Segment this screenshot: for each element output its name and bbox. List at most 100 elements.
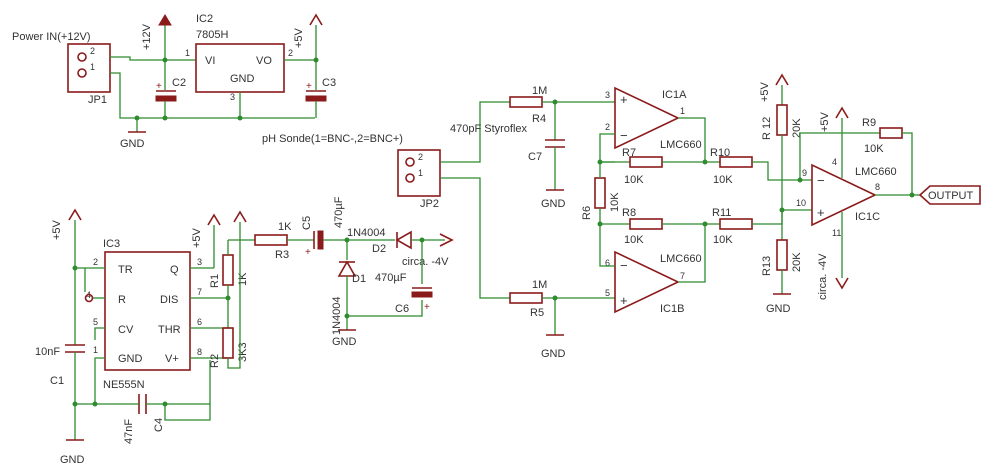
jp1-connector	[67, 43, 111, 93]
r3-label: R3	[275, 249, 289, 261]
ic1c-label: IC1C	[855, 211, 880, 223]
gnd-label-ic3: GND	[60, 454, 85, 466]
jp2-pin2-label: 2	[418, 152, 423, 162]
gnd-label-r5: GND	[541, 348, 566, 360]
r3-value: 1K	[278, 221, 292, 233]
svg-text:+: +	[620, 92, 628, 107]
r2-value: 3K3	[237, 342, 249, 362]
r8-resistor	[629, 218, 663, 230]
ic2-pin3: 3	[230, 92, 235, 102]
ic1b-pin7: 7	[680, 271, 685, 281]
probe-label: pH Sonde(1=BNC-,2=BNC+)	[262, 133, 403, 145]
ic3-pin1: 1	[93, 345, 98, 355]
timing-plus5v-arrow-icon	[207, 213, 221, 226]
probe-section: pH Sonde(1=BNC-,2=BNC+) 2 1 JP2 1M R4 47…	[262, 85, 615, 360]
ic3-pin2: 2	[93, 257, 98, 267]
ic1b-opamp: − + 6 5 7 LMC660 IC1B	[605, 250, 702, 315]
gnd-label-r13: GND	[766, 303, 791, 315]
ic3-vplus: V+	[165, 353, 179, 365]
r12-value: 20K	[791, 118, 803, 138]
ic2-pin1: 1	[185, 48, 190, 58]
ic1b-part: LMC660	[660, 253, 702, 265]
r9-resistor	[879, 127, 903, 139]
jp2-pin2-icon	[405, 157, 415, 167]
ic1c-opamp: − + 9 10 8 4 11 LMC660 IC1C	[796, 157, 897, 238]
c2-capacitor	[155, 95, 177, 102]
r2-label: R2	[209, 354, 221, 368]
d2-value: 1N4004	[347, 227, 386, 239]
ic3-pin5: 5	[93, 317, 98, 327]
ic1a-pin2: 2	[605, 122, 610, 132]
r13-value: 20K	[791, 252, 803, 272]
jp1-pin1-icon	[77, 68, 87, 78]
jp1-pin1-label: 1	[90, 62, 95, 72]
svg-text:+: +	[424, 302, 430, 313]
r12-resistor	[776, 104, 788, 136]
jp2-label: JP2	[420, 198, 439, 210]
ic2-part: 7805H	[196, 29, 228, 41]
gnd-label-pump: GND	[332, 336, 357, 348]
power-in-label: Power IN(+12V)	[12, 31, 91, 43]
svg-text:+: +	[305, 247, 311, 258]
r8-label: R8	[622, 207, 636, 219]
ic3-part: NE555N	[103, 379, 145, 391]
ic3-pin3: 3	[197, 257, 202, 267]
c7-value: 470pF Styroflex	[450, 123, 528, 135]
r10-label: R10	[710, 147, 730, 159]
neg-voltage-arrow-icon	[439, 233, 454, 247]
plus5v-arrow-icon	[309, 13, 323, 26]
ic1a-pin1: 1	[680, 106, 685, 116]
svg-text:+: +	[817, 205, 825, 220]
r1-resistor	[222, 254, 234, 286]
d1-value: 1N4004	[331, 296, 343, 335]
ic3-dis: DIS	[160, 294, 178, 306]
plus5v-label: +5V	[293, 27, 305, 48]
r3-resistor	[254, 234, 288, 246]
r12-plus5v-arrow-icon	[775, 73, 789, 86]
ic1c-part: LMC660	[855, 166, 897, 178]
ic3-pin6: 6	[197, 317, 202, 327]
ic2-pin2: 2	[288, 48, 293, 58]
ic2-label: IC2	[196, 13, 213, 25]
ic1a-pin3: 3	[605, 90, 610, 100]
svg-text:+: +	[306, 81, 312, 92]
r11-label: R11	[712, 207, 731, 219]
c5-label: C5	[301, 216, 313, 230]
ic3-cv: CV	[118, 324, 134, 336]
r9-label: R9	[862, 117, 876, 129]
d2-label: D2	[372, 243, 386, 255]
ic1b-label: IC1B	[660, 303, 684, 315]
r2-resistor	[222, 327, 234, 359]
ic1c-plus5v-arrow-icon	[835, 106, 849, 119]
timing-plus5v-label: +5V	[191, 227, 203, 248]
ic3-gnd: GND	[118, 353, 143, 365]
r12-label: R 12	[761, 117, 773, 140]
output-port	[918, 185, 981, 205]
ic1a-opamp: + − 3 2 1 IC1A LMC660	[605, 86, 702, 151]
ic3-q: Q	[170, 264, 179, 276]
ic2-gnd-label: GND	[230, 73, 255, 85]
r7-label: R7	[622, 147, 636, 159]
r5-resistor	[509, 292, 543, 304]
r1-label: R1	[209, 274, 221, 288]
r13-label: R13	[761, 256, 773, 276]
ic3-label: IC3	[103, 238, 120, 250]
r6-label: R6	[581, 206, 593, 220]
plus12v-arrow-icon	[158, 14, 172, 26]
plus12v-label: +12V	[141, 23, 153, 50]
ic1b-pin5: 5	[605, 288, 610, 298]
ic1c-pin10: 10	[796, 198, 806, 208]
c7-label: C7	[528, 151, 542, 163]
r12-plus5v-label: +5V	[759, 81, 771, 102]
ic1c-plus5v-label: +5V	[819, 111, 831, 132]
ic1b-pin6: 6	[605, 258, 610, 268]
jp2-pin1-icon	[405, 173, 415, 183]
ic3-plus5v-label: +5V	[51, 219, 63, 240]
reset-pin-icon	[84, 293, 94, 303]
c2-label: C2	[172, 77, 186, 89]
r9-value: 10K	[864, 143, 884, 155]
ic1c-neg-label: circa. -4V	[817, 253, 829, 300]
r1-plus5v-arrow-icon	[233, 210, 247, 223]
gnd-label-c7: GND	[541, 198, 566, 210]
r11-resistor	[719, 218, 753, 230]
